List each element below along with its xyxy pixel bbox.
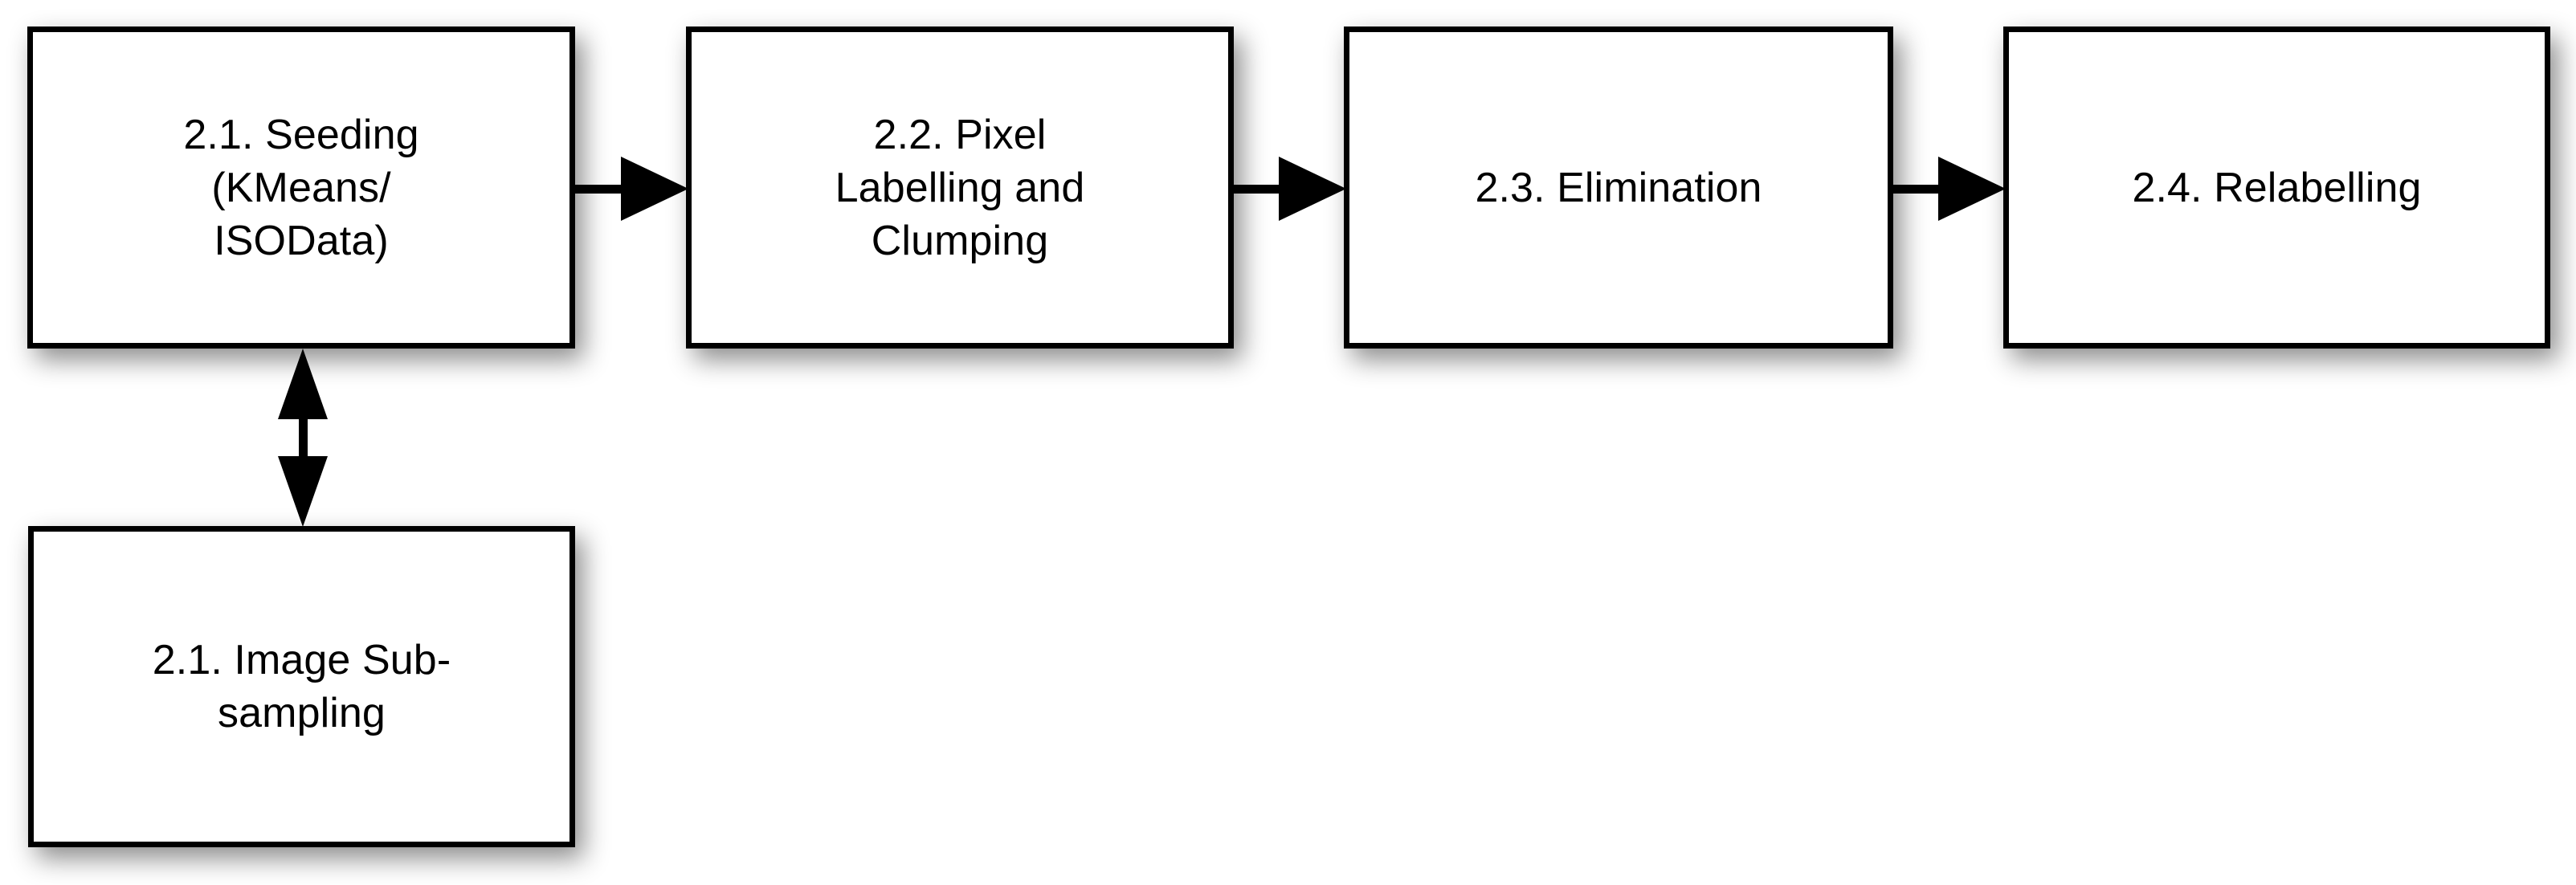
arrow-shaft bbox=[1234, 185, 1290, 194]
node-relabelling[interactable]: 2.4. Relabelling bbox=[2003, 27, 2550, 349]
arrow-elimination-to-relabelling bbox=[1893, 157, 2006, 221]
arrow-shaft bbox=[1893, 185, 1949, 194]
arrow-seeding-to-pixel-labelling bbox=[575, 157, 688, 221]
node-image-subsampling-label: 2.1. Image Sub- sampling bbox=[152, 637, 451, 736]
node-seeding[interactable]: 2.1. Seeding (KMeans/ ISOData) bbox=[27, 27, 575, 349]
arrowhead-right-icon bbox=[1938, 157, 2006, 221]
node-elimination-label: 2.3. Elimination bbox=[1475, 164, 1762, 211]
arrow-shaft bbox=[575, 185, 631, 194]
node-image-subsampling[interactable]: 2.1. Image Sub- sampling bbox=[28, 526, 575, 847]
arrow-pixel-labelling-to-elimination bbox=[1234, 157, 1346, 221]
arrowhead-right-icon bbox=[1279, 157, 1346, 221]
arrowhead-right-icon bbox=[621, 157, 688, 221]
arrow-seeding-to-image-subsampling-bidirectional bbox=[278, 349, 328, 527]
arrowhead-up-icon bbox=[278, 349, 328, 419]
arrowhead-down-icon bbox=[278, 456, 328, 527]
node-seeding-label: 2.1. Seeding (KMeans/ ISOData) bbox=[183, 111, 419, 264]
node-elimination[interactable]: 2.3. Elimination bbox=[1344, 27, 1893, 349]
node-relabelling-label: 2.4. Relabelling bbox=[2132, 164, 2422, 211]
node-pixel-labelling-label: 2.2. Pixel Labelling and Clumping bbox=[835, 111, 1085, 264]
arrow-shaft bbox=[299, 413, 308, 466]
node-pixel-labelling-and-clumping[interactable]: 2.2. Pixel Labelling and Clumping bbox=[686, 27, 1234, 349]
